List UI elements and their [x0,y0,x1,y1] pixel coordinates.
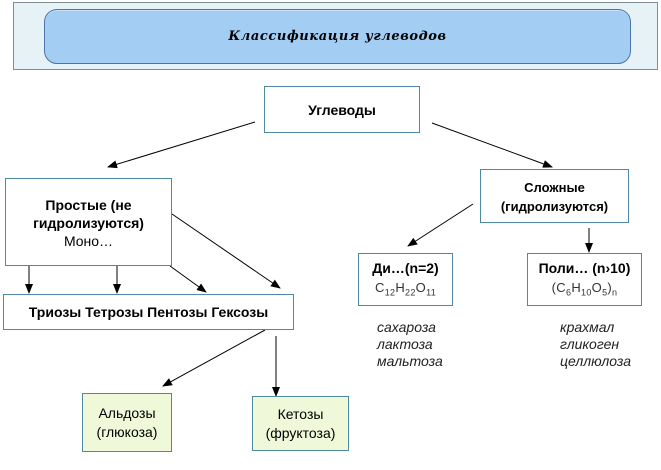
carbohydrates-label: Углеводы [308,101,376,118]
arrow-simple-to-pentozy [169,265,207,293]
arrow-monotypes-to-aldoses [162,329,266,387]
page-title: Классификация углеводов [228,29,447,44]
poly-label: Поли… (n›10) [538,260,631,276]
aldoses-line1: Альдозы [98,405,156,421]
header-title-box: Классификация углеводов [44,9,631,64]
list-item: лактоза [377,336,433,352]
di-formula: C12H22O11 [374,280,437,298]
poly-box: Поли… (n›10) (C6H10O5)n [527,253,642,306]
list-item: крахмал [560,319,615,335]
carbohydrates-box: Углеводы [264,86,420,133]
aldoses-box: Альдозы (глюкоза) [82,393,172,452]
poly-examples-list: крахмал гликоген целлюлоза [560,319,631,370]
list-item: целлюлоза [560,353,631,369]
list-item: мальтоза [377,353,443,369]
header-banner: Классификация углеводов [13,2,658,70]
ketoses-line2: (фруктоза) [265,425,336,441]
arrow-simple-to-geksozy [171,213,281,289]
mono-types-label: Триозы Тетрозы Пентозы Гексозы [28,304,269,320]
mono-types-box: Триозы Тетрозы Пентозы Гексозы [3,294,294,330]
arrow-root-to-complex [431,122,553,168]
simple-line1: Простые (не [45,197,132,213]
list-item: сахароза [377,319,436,335]
aldoses-line2: (глюкоза) [96,424,158,440]
ketoses-line1: Кетозы [277,406,324,422]
complex-line1: Сложные [524,180,585,195]
di-label: Ди…(n=2) [372,260,439,276]
di-examples-list: сахароза лактоза мальтоза [377,319,443,370]
arrow-root-to-simple [107,121,256,169]
arrow-complex-to-di [407,203,474,247]
complex-line2: (гидролизуются) [500,199,609,214]
simple-box: Простые (не гидролизуются) Моно… [5,178,172,266]
list-item: гликоген [560,336,620,352]
simple-note: Моно… [63,233,114,249]
di-box: Ди…(n=2) C12H22O11 [358,253,453,306]
complex-box: Сложные (гидролизуются) [480,169,629,223]
ketoses-box: Кетозы (фруктоза) [252,396,349,451]
poly-formula: (C6H10O5)n [551,280,618,298]
simple-line2: гидролизуются) [33,215,144,231]
